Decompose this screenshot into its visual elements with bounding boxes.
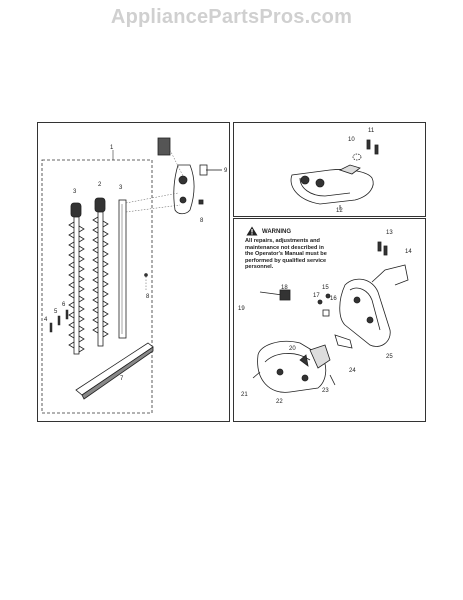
blade-middle bbox=[92, 197, 109, 347]
callout-10: 10 bbox=[348, 137, 355, 143]
callout-20: 20 bbox=[289, 346, 296, 352]
callout-13: 13 bbox=[386, 230, 393, 236]
front-handle bbox=[290, 139, 379, 210]
blade-scabbard bbox=[75, 342, 154, 400]
callout-18: 18 bbox=[281, 285, 288, 291]
blade-bar bbox=[118, 199, 127, 339]
warning-line: maintenance not described in bbox=[245, 244, 324, 251]
callout-8b: 8 bbox=[200, 218, 204, 224]
callout-15: 15 bbox=[322, 285, 329, 291]
warning-text: All repairs, adjustments and maintenance… bbox=[245, 238, 375, 271]
rear-handle bbox=[252, 241, 409, 393]
site-watermark: AppliancePartsPros.com bbox=[110, 6, 353, 28]
callout-22: 22 bbox=[276, 399, 283, 405]
callout-3b: 3 bbox=[119, 185, 123, 191]
callout-6: 6 bbox=[62, 302, 66, 308]
blade-assembly-panel bbox=[37, 122, 230, 422]
blade-left bbox=[68, 202, 85, 355]
gearbox-housing bbox=[157, 137, 222, 215]
callout-17: 17 bbox=[313, 293, 320, 299]
callout-23: 23 bbox=[322, 388, 329, 394]
callout-8a: 8 bbox=[146, 294, 150, 300]
warning-icon bbox=[246, 226, 258, 236]
callout-14: 14 bbox=[405, 249, 412, 255]
warning-line: the Operator's Manual must be bbox=[245, 251, 327, 258]
callout-21: 21 bbox=[241, 392, 248, 398]
warning-title: WARNING bbox=[262, 229, 291, 235]
callout-25: 25 bbox=[386, 354, 393, 360]
callout-12: 12 bbox=[336, 208, 343, 214]
callout-3a: 3 bbox=[73, 189, 77, 195]
kit-dashed-box bbox=[41, 159, 153, 414]
callout-16: 16 bbox=[330, 296, 337, 302]
warning-line: personnel. bbox=[245, 264, 274, 271]
bottom-right-callouts: 13 14 15 16 17 18 19 20 21 22 23 24 25 bbox=[238, 230, 412, 405]
callout-4: 4 bbox=[44, 317, 48, 323]
callout-9: 9 bbox=[224, 168, 228, 174]
callout-11: 11 bbox=[368, 128, 375, 134]
callout-1: 1 bbox=[110, 145, 114, 151]
warning-line: performed by qualified service bbox=[245, 257, 327, 264]
rear-handle-panel bbox=[233, 218, 426, 422]
warning-line: All repairs, adjustments and bbox=[245, 238, 320, 244]
callout-7: 7 bbox=[120, 376, 124, 382]
callout-5: 5 bbox=[54, 309, 58, 315]
callout-24: 24 bbox=[349, 368, 356, 374]
callout-19: 19 bbox=[238, 306, 245, 312]
rivets bbox=[49, 273, 148, 333]
top-right-callouts: 10 11 12 bbox=[336, 128, 375, 214]
left-callouts: 1 2 3 3 4 5 6 7 8 8 9 bbox=[44, 145, 228, 382]
callout-2: 2 bbox=[98, 182, 102, 188]
